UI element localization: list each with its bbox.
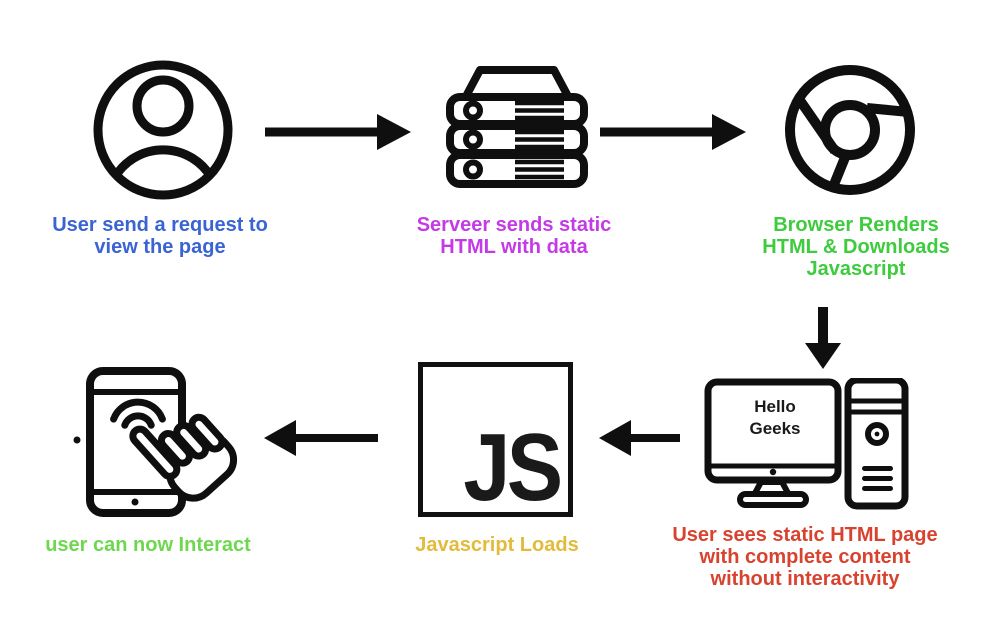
step-label-user-request: User send a request to view the page xyxy=(52,214,268,258)
step-label-interact: user can now Interact xyxy=(45,534,251,556)
arrow-right-icon xyxy=(265,114,411,150)
chrome-browser-icon xyxy=(785,65,915,195)
javascript-icon: JS xyxy=(418,362,573,517)
arrow-down-icon xyxy=(805,307,841,369)
touch-phone-icon xyxy=(73,367,238,517)
js-logo-text: JS xyxy=(462,414,563,522)
server-icon xyxy=(446,66,588,188)
step-label-server-response: Serveer sends static HTML with data xyxy=(416,214,612,258)
monitor-screen-text: Hello Geeks xyxy=(749,397,801,438)
step-label-browser-render: Browser Renders HTML & Downloads Javascr… xyxy=(762,214,950,280)
step-label-static-page: User sees static HTML page with complete… xyxy=(672,524,938,590)
arrow-left-icon xyxy=(264,420,378,456)
arrow-right-icon xyxy=(600,114,746,150)
desktop-computer-icon xyxy=(704,378,909,510)
arrow-left-icon xyxy=(599,420,680,456)
step-label-js-loads: Javascript Loads xyxy=(415,534,579,556)
user-circle-icon xyxy=(93,60,233,200)
